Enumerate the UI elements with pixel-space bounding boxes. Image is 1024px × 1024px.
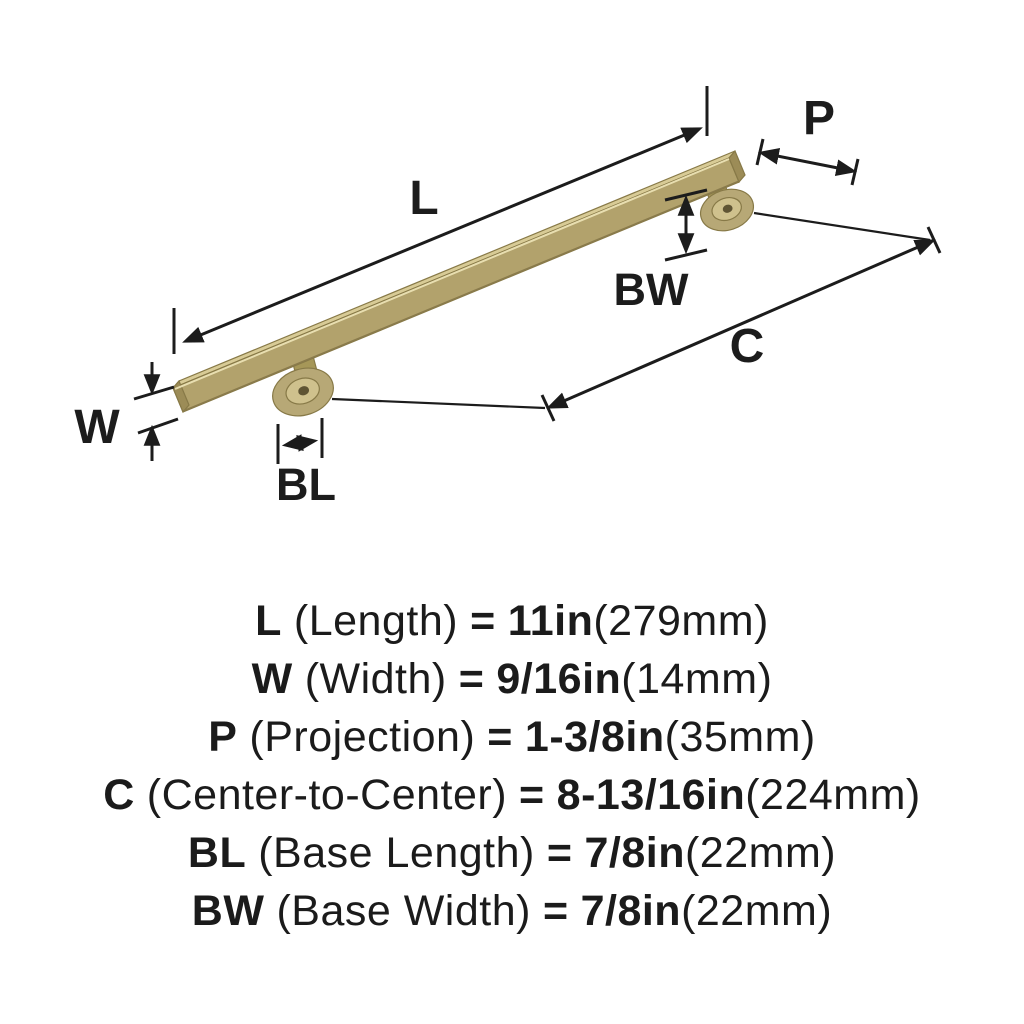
spec-list: L (Length) = 11in (279mm) W (Width) = 9/…: [0, 592, 1024, 940]
spec-line-base-length: BL (Base Length) = 7/8in (22mm): [188, 824, 836, 882]
l-dim-line: [182, 127, 703, 343]
spec-metric: (22mm): [684, 829, 837, 877]
c-ext-left: [331, 397, 546, 410]
dim-center-to-center: C: [331, 211, 942, 422]
dim-projection: P: [755, 92, 860, 186]
spec-name: (Center-to-Center): [146, 771, 508, 819]
spec-metric: (35mm): [664, 713, 816, 761]
spec-abbr: L: [255, 597, 282, 645]
spec-value: 9/16in: [496, 655, 622, 703]
spec-name: (Base Length): [258, 829, 535, 877]
right-post-screw-hole: [722, 204, 733, 213]
spec-value: 7/8in: [584, 829, 685, 877]
spec-metric: (22mm): [681, 887, 833, 935]
spec-value: 8-13/16in: [556, 771, 746, 819]
c-dim-line: [546, 239, 936, 409]
spec-equals: =: [542, 887, 569, 935]
c-ext-right: [753, 211, 931, 242]
spec-line-center-to-center: C (Center-to-Center) = 8-13/16in (224mm): [103, 766, 921, 824]
spec-value: 7/8in: [580, 887, 682, 935]
spec-abbr: BW: [191, 887, 265, 935]
spec-metric: (14mm): [621, 655, 773, 703]
w-tick-bottom: [137, 417, 179, 435]
spec-abbr: W: [251, 655, 293, 703]
bar-right-end-cap: [728, 149, 746, 184]
bl-arrow-left: [281, 434, 304, 451]
bl-arrow-right: [296, 435, 319, 452]
p-label: P: [803, 92, 835, 145]
spec-metric: (224mm): [745, 771, 921, 819]
spec-metric: (279mm): [593, 597, 769, 645]
spec-equals: =: [458, 655, 485, 703]
c-label: C: [730, 320, 765, 373]
spec-name: (Length): [293, 597, 459, 645]
w-tick-top: [133, 385, 175, 401]
w-label: W: [74, 401, 120, 454]
spec-equals: =: [470, 597, 496, 645]
bw-tick-bottom: [664, 248, 708, 262]
p-tick-right: [850, 158, 860, 186]
p-dim-line: [757, 148, 858, 176]
spec-value: 1-3/8in: [524, 713, 665, 761]
spec-name: (Base Width): [276, 887, 531, 935]
spec-line-projection: P (Projection) = 1-3/8in (35mm): [208, 708, 816, 766]
right-post-base: [699, 188, 755, 232]
spec-name: (Width): [304, 655, 447, 703]
spec-line-length: L (Length) = 11in (279mm): [255, 592, 769, 650]
spec-equals: =: [546, 829, 573, 877]
spec-name: (Projection): [249, 713, 476, 761]
spec-line-width: W (Width) = 9/16in (14mm): [252, 650, 773, 708]
dim-length: L: [172, 86, 709, 354]
bl-label: BL: [276, 459, 336, 510]
spec-abbr: C: [103, 771, 135, 819]
spec-equals: =: [519, 771, 545, 819]
spec-line-base-width: BW (Base Width) = 7/8in (22mm): [192, 882, 832, 940]
left-post-base: [272, 367, 334, 417]
spec-abbr: P: [208, 713, 238, 761]
l-label: L: [409, 172, 438, 225]
dimension-diagram: L P BW C: [74, 86, 942, 510]
spec-equals: =: [487, 713, 513, 761]
bw-label: BW: [614, 264, 689, 315]
spec-abbr: BL: [187, 829, 247, 877]
dim-base-length: BL: [276, 418, 336, 510]
p-tick-left: [755, 138, 765, 166]
dim-width: W: [74, 362, 179, 461]
spec-value: 11in: [507, 597, 594, 645]
left-post-screw-hole: [298, 386, 310, 396]
